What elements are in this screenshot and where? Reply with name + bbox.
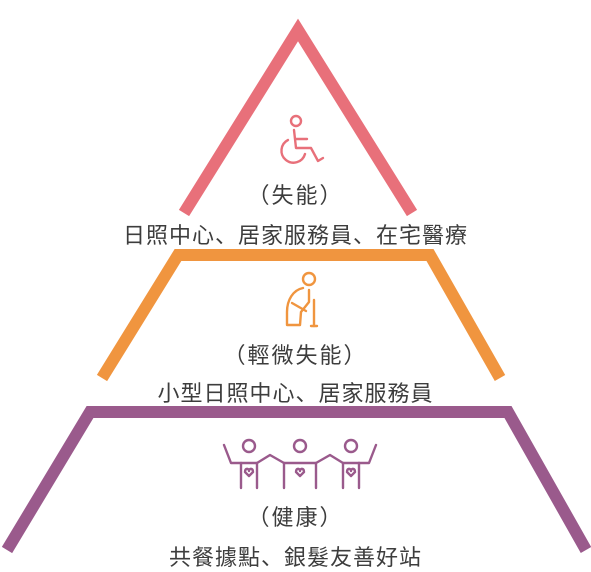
bottom-tier-outline xyxy=(1,406,591,554)
top-tier-text: （失能） 日照中心、居家服務員、在宅醫療 xyxy=(0,178,591,250)
top-tier-outline xyxy=(178,18,418,217)
bottom-tier-level: （健康） xyxy=(247,506,344,531)
middle-tier-level: （輕微失能） xyxy=(223,344,368,369)
middle-tier-outline xyxy=(96,249,506,382)
elderly-cane-icon xyxy=(285,271,319,328)
bottom-tier-services: 共餐據點、銀髮友善好站 xyxy=(168,546,422,571)
wheelchair-icon xyxy=(280,114,325,164)
bottom-tier-text: （健康） 共餐據點、銀髮友善好站 xyxy=(0,500,591,572)
middle-tier-services: 小型日照中心、居家服務員 xyxy=(157,382,434,407)
people-group-icon xyxy=(222,438,378,490)
top-tier-services: 日照中心、居家服務員、在宅醫療 xyxy=(122,224,468,249)
middle-tier-text: （輕微失能） 小型日照中心、居家服務員 xyxy=(0,338,591,408)
top-tier-level: （失能） xyxy=(247,184,344,209)
